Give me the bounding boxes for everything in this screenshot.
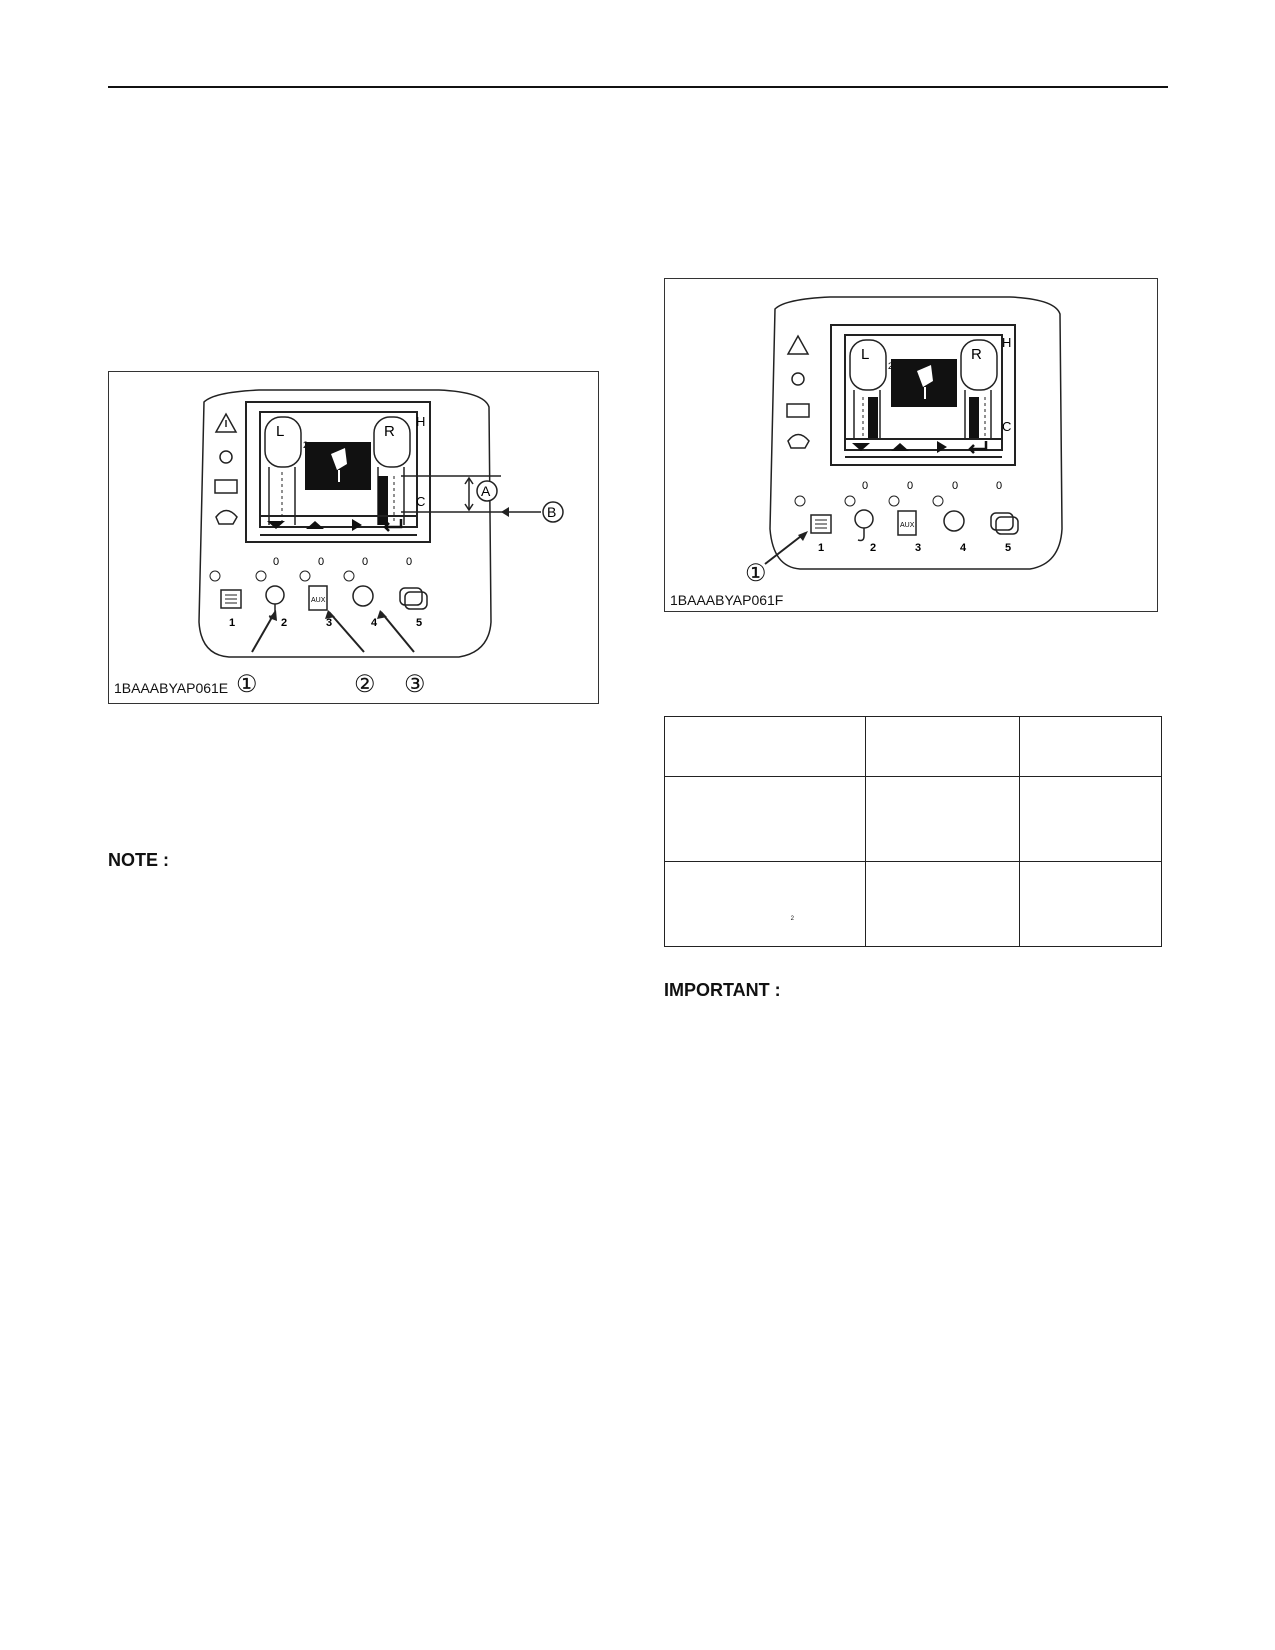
enter-icon — [383, 519, 403, 532]
table-cell — [865, 861, 1020, 947]
screen-low-mark: C — [1002, 419, 1011, 434]
table-cell — [1019, 861, 1162, 947]
table-cell — [1019, 776, 1162, 862]
callout-2: ② — [354, 671, 376, 698]
table-cell: 2 — [664, 861, 866, 947]
button-number-1: 1 — [229, 617, 235, 629]
up-arrow-icon — [891, 443, 909, 451]
screen-right-side-label: R — [971, 346, 982, 363]
marker-b: B — [547, 504, 556, 520]
meter-panel-drawing-right: L 2 R H C 0 0 0 0 AUX 1 2 — [764, 296, 1063, 570]
right-arrow-icon — [352, 519, 362, 531]
battery-icon — [214, 479, 238, 494]
aux-icon — [308, 585, 328, 611]
table-row — [664, 776, 1162, 862]
right-arrow-icon — [937, 441, 947, 453]
down-arrow-icon — [852, 443, 870, 451]
info-icon — [943, 510, 965, 532]
counter-4: 0 — [952, 480, 958, 492]
aux-label: AUX — [311, 597, 326, 604]
button-number-3: 3 — [326, 617, 332, 629]
table-cell — [865, 776, 1020, 862]
aux-label: AUX — [900, 522, 915, 529]
screen-left-side-label: L — [861, 346, 869, 363]
counter-2: 0 — [273, 556, 279, 568]
button-number-5: 5 — [1005, 542, 1011, 554]
button-number-2: 2 — [870, 542, 876, 554]
counter-4: 0 — [362, 556, 368, 568]
warning-triangle-icon — [786, 334, 810, 355]
spec-table: 2 — [664, 716, 1162, 947]
note-heading: NOTE : — [108, 850, 169, 870]
enter-icon — [968, 441, 988, 454]
button-number-1: 1 — [818, 542, 824, 554]
counter-5: 0 — [406, 556, 412, 568]
button-number-4: 4 — [960, 542, 967, 554]
oil-pressure-icon — [791, 372, 805, 386]
screen-digit: 2 — [888, 361, 893, 371]
table-row: 2 — [664, 861, 1162, 947]
warning-triangle-icon — [214, 412, 238, 433]
figure-left: L 2 R H C A B 0 0 0 0 — [108, 371, 599, 704]
callout-3: ③ — [404, 671, 426, 698]
table-cell — [664, 716, 866, 777]
button-number-2: 2 — [281, 617, 287, 629]
button-number-5: 5 — [416, 617, 422, 629]
down-arrow-icon — [267, 521, 285, 529]
callout-1: ① — [745, 560, 767, 587]
top-rule — [108, 86, 1168, 88]
rabbit-icon — [215, 509, 238, 525]
screen-high-mark: H — [1002, 335, 1011, 350]
table-cell — [664, 776, 866, 862]
warning-icons-left — [214, 412, 238, 525]
figure-code-right: 1BAAABYAP061F — [670, 592, 784, 608]
display-switch-icon — [399, 587, 423, 606]
oil-pressure-icon — [219, 450, 233, 464]
important-heading: IMPORTANT : — [664, 980, 781, 1000]
callout-1: ① — [236, 671, 258, 698]
counter-3: 0 — [907, 480, 913, 492]
figure-right: L 2 R H C 0 0 0 0 AUX 1 2 — [664, 278, 1158, 612]
hook-icon — [854, 509, 874, 529]
button-number-3: 3 — [915, 542, 921, 554]
counter-5: 0 — [996, 480, 1002, 492]
marker-a: A — [481, 483, 491, 499]
superscript-note: 2 — [790, 916, 794, 922]
battery-icon — [786, 403, 810, 418]
display-switch-icon — [990, 512, 1014, 531]
screen-low-mark: C — [416, 494, 425, 509]
counter-3: 0 — [318, 556, 324, 568]
rabbit-icon — [787, 433, 810, 449]
screen-high-mark: H — [416, 414, 425, 429]
screen-right-side-label: R — [384, 423, 395, 440]
attachment-icon — [331, 448, 347, 470]
hook-icon — [265, 585, 285, 605]
counter-2: 0 — [862, 480, 868, 492]
attachment-icon — [917, 365, 933, 387]
up-arrow-icon — [306, 521, 324, 529]
info-icon — [352, 585, 374, 607]
screen-left-side-label: L — [276, 423, 284, 440]
table-cell — [1019, 716, 1162, 777]
table-cell — [865, 716, 1020, 777]
figure-code-left: 1BAAABYAP061E — [114, 680, 229, 696]
warning-icons-right — [786, 334, 810, 449]
button-number-4: 4 — [371, 617, 378, 629]
table-row — [664, 716, 1162, 777]
meter-panel-drawing-left: L 2 R H C A B 0 0 0 0 — [198, 389, 564, 658]
aux-icon — [897, 510, 917, 536]
